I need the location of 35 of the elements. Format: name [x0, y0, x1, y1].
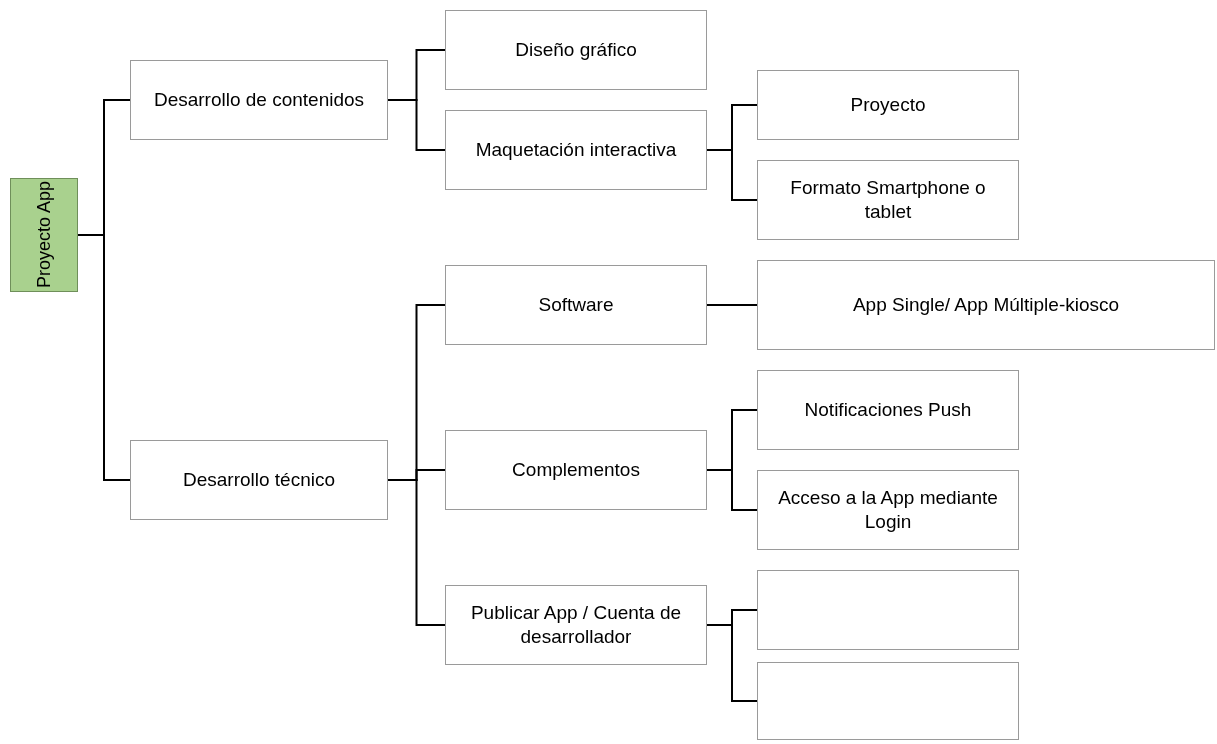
process-box [757, 260, 1215, 350]
empty-box [757, 662, 1019, 740]
node-text: Software [538, 293, 614, 317]
process-box [757, 70, 1019, 140]
process-box [757, 160, 1019, 240]
connector-line [706, 149, 758, 201]
node-text: Notificaciones Push [804, 398, 972, 422]
connector-line [706, 304, 758, 306]
node-text: Diseño gráfico [515, 38, 637, 62]
node-text: App Single/ App Múltiple-kiosco [852, 293, 1120, 317]
root-box [10, 178, 78, 292]
process-box [445, 430, 707, 510]
process-box [130, 60, 388, 140]
connector-line [706, 624, 758, 702]
node-text: Acceso a la App mediante Login [777, 486, 999, 534]
process-box [445, 585, 707, 665]
connector-line [706, 469, 758, 511]
process-box [445, 10, 707, 90]
node-text: Formato Smartphone o tablet [789, 176, 987, 224]
process-box [757, 470, 1019, 550]
node-text: Maquetación interactiva [475, 138, 677, 162]
empty-box [757, 570, 1019, 650]
connector-line [387, 479, 446, 626]
process-box [445, 110, 707, 190]
node-text: Publicar App / Cuenta de desarrollador [469, 601, 683, 649]
node-text: Desarrollo técnico [182, 468, 336, 492]
process-box [130, 440, 388, 520]
node-text: Proyecto [850, 93, 926, 117]
process-box [445, 265, 707, 345]
node-text: Desarrollo de contenidos [153, 88, 365, 112]
process-box [757, 370, 1019, 450]
connector-line [77, 234, 131, 481]
node-text: Proyecto App [32, 181, 55, 289]
node-text: Complementos [512, 458, 640, 482]
connector-line [387, 99, 446, 151]
